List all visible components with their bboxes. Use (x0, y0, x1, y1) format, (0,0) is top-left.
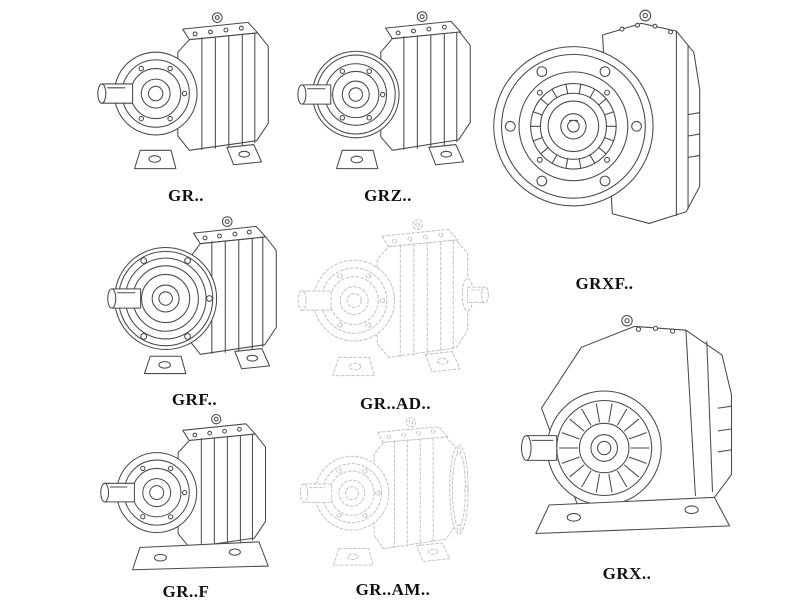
gram-gearbox-drawing (299, 417, 469, 566)
grf-gearbox-drawing (107, 216, 277, 375)
figure-grx: GRX.. (482, 296, 772, 584)
figure-grxf: GRXF.. (482, 0, 727, 294)
grff-label: GR..F (162, 582, 210, 601)
figure-gram: GR..AM.. (288, 412, 498, 600)
grz-gearbox-drawing (297, 11, 471, 170)
grxf-gearbox-drawing (493, 9, 701, 224)
figure-grff: GR..F (86, 408, 286, 602)
grad-label: GR..AD.. (359, 394, 432, 413)
grff-gearbox-drawing (100, 413, 269, 571)
figure-gr: GR.. (86, 6, 286, 206)
grx-gearbox-drawing (521, 314, 733, 535)
grxf-label: GRXF.. (575, 274, 634, 293)
figure-grz: GRZ.. (288, 6, 488, 206)
figure-grf: GRF.. (92, 210, 297, 410)
grf-label: GRF.. (171, 390, 218, 409)
grad-gearbox-drawing (297, 219, 489, 377)
gram-label: GR..AM.. (355, 580, 431, 599)
gr-gearbox-drawing (97, 12, 269, 170)
figure-grad: GR..AD.. (288, 214, 503, 414)
grx-label: GRX.. (602, 564, 652, 583)
grz-label: GRZ.. (364, 186, 412, 205)
gr-label: GR.. (168, 186, 204, 205)
